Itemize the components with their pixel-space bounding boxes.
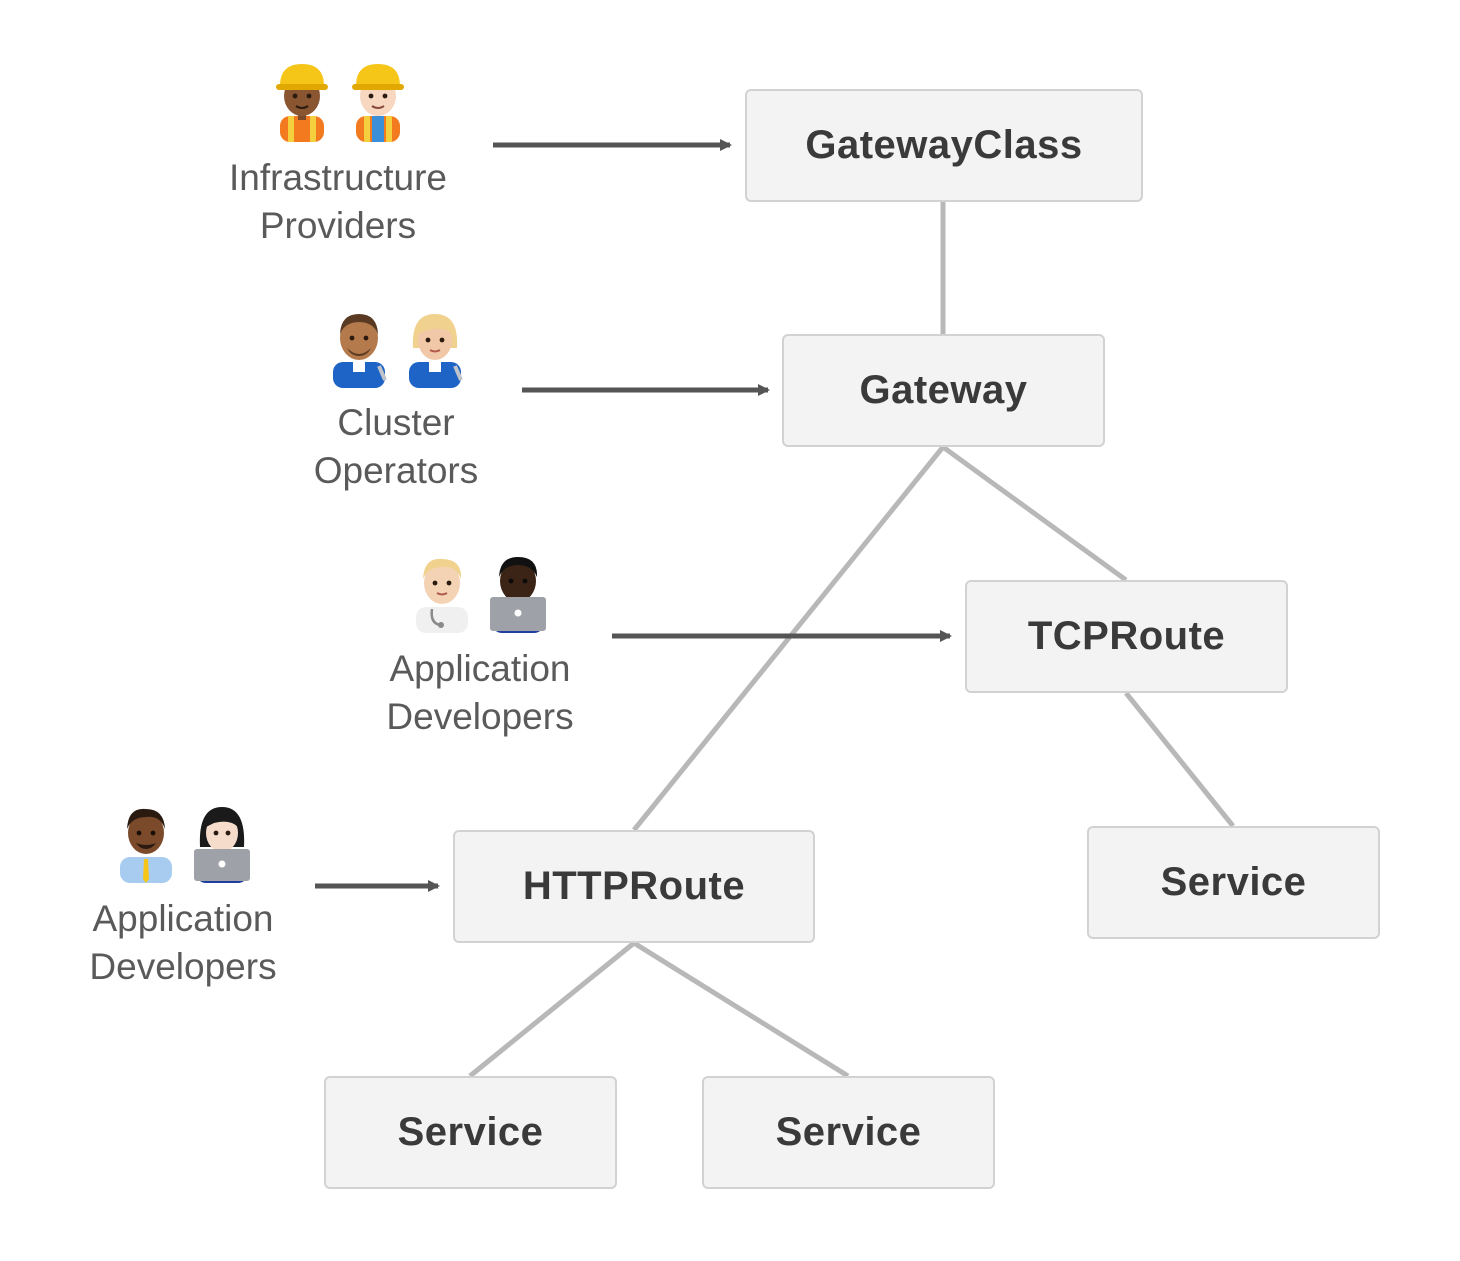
role-label-cluster-operators: Cluster Operators: [314, 399, 479, 495]
role-label-line: Application: [389, 648, 571, 689]
node-gateway: Gateway: [782, 334, 1105, 447]
role-label-application-developers-http: Application Developers: [89, 895, 276, 991]
node-service-http-1: Service: [324, 1076, 617, 1189]
link-tcproute-service: [1124, 691, 1235, 828]
mechanic-icon: [333, 314, 387, 388]
node-gatewayclass: GatewayClass: [745, 89, 1143, 202]
node-service-http-2: Service: [702, 1076, 995, 1189]
mechanic-icon: [409, 314, 463, 388]
role-label-line: Developers: [386, 696, 574, 737]
role-label-application-developers-tcp: Application Developers: [386, 645, 573, 741]
construction-worker-icon: [352, 64, 404, 142]
role-label-infrastructure-providers: Infrastructure Providers: [229, 154, 447, 250]
node-httproute: HTTPRoute: [453, 830, 815, 943]
role-label-line: Infrastructure: [229, 157, 447, 198]
node-tcproute: TCPRoute: [965, 580, 1288, 693]
technologist-icon: [490, 557, 546, 633]
technologist-icon: [194, 807, 250, 883]
role-label-line: Cluster: [337, 402, 455, 443]
construction-worker-icon: [276, 64, 328, 142]
link-httproute-service-2: [632, 940, 850, 1079]
link-httproute-service-1: [468, 941, 636, 1078]
node-service-tcp: Service: [1087, 826, 1380, 939]
health-worker-icon: [416, 558, 468, 633]
link-gateway-tcproute: [941, 444, 1128, 583]
role-label-line: Providers: [259, 205, 417, 246]
office-worker-icon: [120, 808, 172, 883]
role-label-line: Developers: [89, 946, 277, 987]
role-label-line: Operators: [313, 450, 479, 491]
role-label-line: Application: [92, 898, 274, 939]
